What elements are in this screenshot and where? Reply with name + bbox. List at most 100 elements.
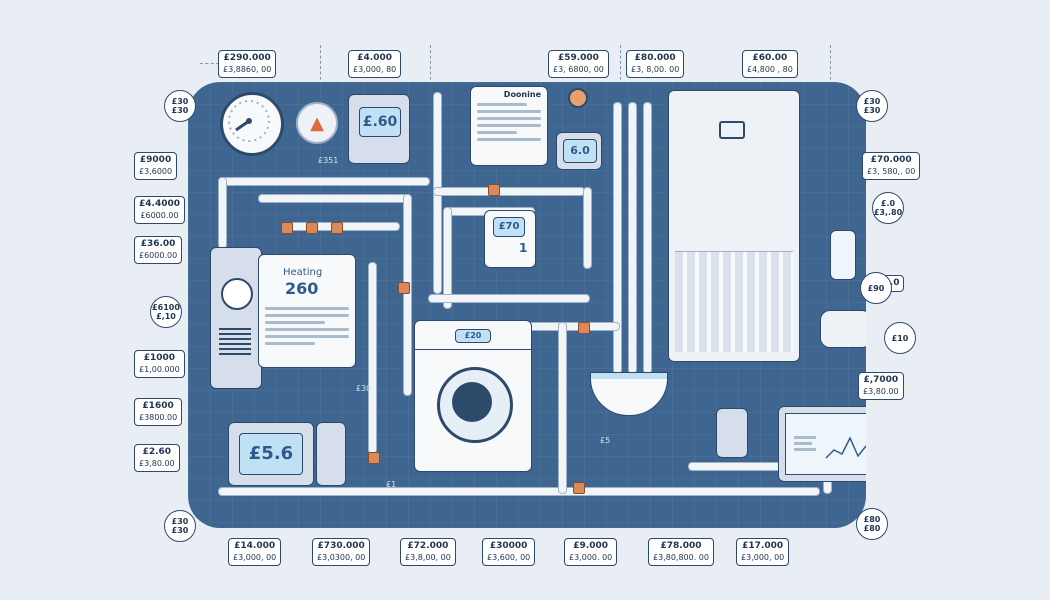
right-price-tag-value: £,7000 (863, 375, 899, 385)
left-price-tag-5: £1000 £1,00.000 (134, 350, 185, 378)
left-round-tag-value: £30 (171, 517, 189, 526)
valve-fitting (281, 222, 293, 234)
right-round-tag-5: £80£80 (856, 508, 888, 540)
bottom-price-tag-subvalue: £3,0300, 00 (317, 553, 366, 562)
meter-caption: £351 (318, 156, 339, 165)
boiler-unit (716, 408, 748, 458)
right-round-tag-value: £10 (891, 333, 909, 343)
flame-thermostat-icon: ▲ (296, 102, 338, 144)
washer-display: £20 (455, 329, 491, 343)
left-price-tag-subvalue: £3800.00 (139, 413, 178, 422)
right-round-tag-subvalue: £80 (863, 524, 881, 533)
right-round-tag-value: £80 (863, 515, 881, 524)
leader-line (200, 63, 230, 64)
bottle-canister (830, 230, 856, 280)
left-price-tag-value: £4.4000 (139, 199, 180, 209)
meter-panel: £.60 (348, 94, 410, 164)
left-price-tag-6: £1600 £3800.00 (134, 398, 183, 426)
valve-fitting (331, 222, 343, 234)
bottom-price-tag-value: £30000 (489, 541, 528, 551)
left-price-tag-1: £290.000£3,8860, 00 (218, 50, 277, 78)
pipe (218, 177, 430, 186)
bottom-price-tag-value: £14.000 (234, 541, 276, 551)
heating-document: Heating 260 (258, 254, 356, 368)
left-price-tag-value: £1000 (143, 353, 176, 363)
left-price-tag-value: £9000 (139, 155, 172, 165)
bottom-price-tag-3: £72.000 £3,8,00, 00 (400, 538, 456, 566)
pump-unit: £70 1 (484, 210, 536, 268)
pump-display: £70 (493, 217, 525, 237)
leader-line (430, 45, 431, 85)
right-round-tag-subvalue: £3,.80 (873, 208, 903, 217)
control-box (210, 247, 262, 389)
bottom-price-tag-4: £30000£3,600, 00 (482, 538, 536, 566)
pipe (583, 187, 592, 269)
pipe (558, 322, 567, 494)
left-price-tag-subvalue: £3,8860, 00 (223, 65, 272, 74)
leader-line (830, 45, 831, 85)
bottom-price-tag-7: £17.000£3,000, 00 (736, 538, 790, 566)
valve-fitting (306, 222, 318, 234)
washing-machine: £20 (414, 320, 532, 472)
pipe (433, 187, 585, 196)
controller-unit: 6.0 (556, 132, 602, 170)
top-price-tag-value: £80.000 (634, 53, 676, 63)
bottom-side-unit (316, 422, 346, 486)
bottom-price-tag-5: £9.000 £3,000. 00 (564, 538, 618, 566)
pressure-gauge-icon (220, 92, 284, 156)
top-price-tag-subvalue: £4,800 , 80 (747, 65, 793, 74)
top-price-tag-4: £60.00 £4,800 , 80 (742, 50, 798, 78)
top-price-tag-2: £59.000£3, 6800, 00 (548, 50, 609, 78)
bottom-meter: £5.6 (228, 422, 314, 486)
document-sheet: Doonine (470, 86, 548, 166)
valve-fitting (578, 322, 590, 334)
right-round-tag-4: £10 (884, 322, 916, 354)
right-round-tag-subvalue: £30 (863, 106, 881, 115)
heater-caption: £30 (356, 384, 372, 393)
left-price-tag-subvalue: £6000.00 (139, 251, 178, 260)
left-round-tag-1: £30£30 (164, 90, 196, 122)
left-round-tag-subvalue: £,10 (156, 312, 176, 321)
right-round-tag-3: £90 (860, 272, 892, 304)
top-price-tag-value: £4.000 (357, 53, 392, 63)
pipe (428, 294, 590, 303)
top-price-tag-1: £4.000 £3,000, 80 (348, 50, 402, 78)
bottom-price-tag-subvalue: £3,80,800. 00 (653, 553, 709, 562)
bottom-price-tag-value: £9.000 (573, 541, 608, 551)
left-price-tag-value: £1600 (142, 401, 174, 411)
plumbing-board: ▲ £.60 £351 Doonine 6.0 Heating 260 £30 … (188, 82, 866, 528)
bottom-price-tag-1: £14.000£3,000, 00 (228, 538, 282, 566)
bottom-price-tag-value: £17.000 (742, 541, 784, 551)
right-price-tag-subvalue: £3, 580,. 00 (867, 167, 916, 176)
controller-display: 6.0 (563, 139, 597, 163)
right-round-tag-value: £90 (867, 283, 885, 293)
bottom-price-tag-value: £78.000 (660, 541, 702, 551)
heating-doc-title: Heating (283, 267, 323, 278)
pipe (258, 194, 410, 203)
top-price-tag-subvalue: £3,000, 80 (353, 65, 397, 74)
pipe (218, 487, 820, 496)
right-price-tag-subvalue: £3,80.00 (863, 387, 899, 396)
meter-display: £.60 (359, 107, 401, 137)
top-price-tag-value: £59.000 (557, 53, 599, 63)
bottom-price-tag-subvalue: £3,000. 00 (569, 553, 613, 562)
right-round-tag-1: £30£30 (856, 90, 888, 122)
left-round-tag-2: £6100£,10 (150, 296, 182, 328)
top-price-tag-value: £60.00 (752, 53, 788, 63)
energy-monitor (778, 406, 866, 482)
pipe (368, 262, 377, 454)
valve-fitting (398, 282, 410, 294)
pipe (643, 102, 652, 374)
left-price-tag-value: £2.60 (142, 447, 172, 457)
left-price-tag-subvalue: £6000.00 (140, 211, 179, 220)
bottom-price-tag-value: £72.000 (407, 541, 449, 551)
top-price-tag-3: £80.000£3, 8,00. 00 (626, 50, 685, 78)
document-title: Doonine (503, 90, 541, 99)
washer-base-label: £1 (386, 480, 397, 489)
left-round-tag-subvalue: £30 (171, 106, 189, 115)
bottom-price-tag-value: £730.000 (317, 541, 365, 551)
bottom-price-tag-subvalue: £3,8,00, 00 (405, 553, 451, 562)
left-price-tag-subvalue: £1,00.000 (139, 365, 180, 374)
left-round-tag-3: £30£30 (164, 510, 196, 542)
left-round-tag-subvalue: £30 (171, 526, 189, 535)
